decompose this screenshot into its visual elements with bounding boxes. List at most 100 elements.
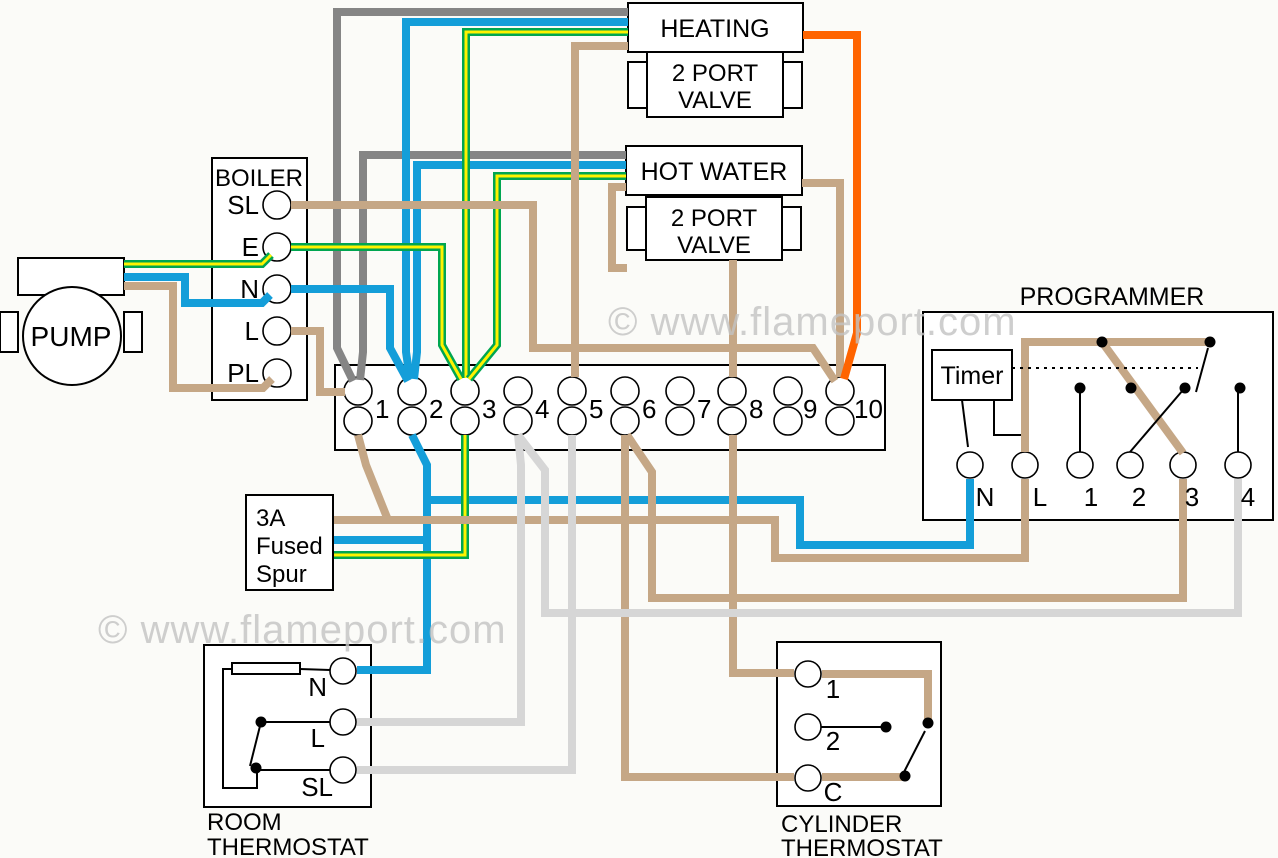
prog-terminal-n xyxy=(956,451,984,479)
contact-dot-9 xyxy=(1234,382,1246,394)
wire-blue-branch-to-prog-n xyxy=(427,479,974,549)
wire-tan-hotwater-label-to-valve xyxy=(608,183,627,272)
programmer-title: PROGRAMMER xyxy=(1020,283,1205,311)
roomstat-resistor-to-n xyxy=(299,668,331,671)
contact-dot-8 xyxy=(1179,382,1191,394)
wire-tan-hotwater-to-t10 xyxy=(802,179,844,377)
pump-tab-right xyxy=(123,311,143,353)
prog-label-4: 4 xyxy=(1241,482,1255,512)
hotwater-label-box xyxy=(625,145,803,196)
strip-t8-top xyxy=(717,376,747,406)
wire-earth-pump-to-boiler-e-core xyxy=(124,253,273,266)
prog-terminal-2 xyxy=(1116,451,1144,479)
roomstat-terminal-l xyxy=(329,708,357,736)
contact-dot-3 xyxy=(880,721,892,733)
wire-grey-heating-to-t1 xyxy=(333,8,628,383)
boiler-label-pl: PL xyxy=(227,358,259,388)
hotwater-valve-tab-left xyxy=(626,206,647,251)
wire-tan-heating-to-t5 xyxy=(571,42,628,377)
boiler-label-e: E xyxy=(242,232,259,262)
strip-num-7: 7 xyxy=(697,394,711,424)
prog-terminal-1 xyxy=(1066,451,1094,479)
strip-num-5: 5 xyxy=(589,394,603,424)
strip-t5-bottom xyxy=(557,406,587,436)
wire-blue-hotwater-to-t2 xyxy=(410,161,626,380)
strip-num-2: 2 xyxy=(429,394,443,424)
cylstat-label-2: 2 xyxy=(826,726,840,756)
prog-label-3: 3 xyxy=(1185,482,1199,512)
wire-blue-heating-to-t2 xyxy=(402,18,628,380)
wire-lightgrey-t4-to-roomstat-l xyxy=(357,434,525,726)
contact-dot-10 xyxy=(1096,336,1108,348)
wire-orange-heating-to-t10 xyxy=(803,31,861,381)
wire-blue-boiler-n-to-t2 xyxy=(291,285,412,383)
wire-tan-t8-to-cylstat-1 xyxy=(729,435,794,677)
strip-t2-bottom xyxy=(397,406,427,436)
timer-to-n xyxy=(961,399,969,448)
strip-num-10: 10 xyxy=(854,394,883,424)
room-stat-resistor xyxy=(231,662,301,675)
strip-t1-bottom xyxy=(343,406,373,436)
roomstat-label-l: L xyxy=(311,723,325,753)
wire-tan-t6-to-prog-3 xyxy=(623,432,1187,602)
fused-spur-box xyxy=(245,494,334,591)
cylstat-terminal-c xyxy=(794,764,822,792)
strip-num-4: 4 xyxy=(535,394,549,424)
spur-line2: Fused xyxy=(256,533,323,560)
spur-line1: 3A xyxy=(256,505,285,532)
prog-label-l: L xyxy=(1033,482,1047,512)
cylstat-label-1: 1 xyxy=(826,674,840,704)
pump-circle xyxy=(22,286,122,386)
timer-label: Timer xyxy=(941,362,1004,390)
strip-t1-top xyxy=(343,376,373,406)
strip-t2-top xyxy=(397,376,427,406)
strip-t7-bottom xyxy=(665,406,695,436)
strip-t3-top xyxy=(450,376,480,406)
heating-valve-tab-right xyxy=(782,61,803,109)
wire-tan-t6-to-cylstat-c xyxy=(621,435,794,781)
prog-ch-blade-open xyxy=(1195,347,1209,393)
pump-label: PUMP xyxy=(31,321,112,352)
strip-t4-top xyxy=(503,376,533,406)
cylstat-terminal-1 xyxy=(794,660,822,688)
cylstat-caption-1: CYLINDER xyxy=(781,811,902,838)
hotwater-valve-line1: 2 PORT xyxy=(671,205,758,232)
prog-label-n: N xyxy=(976,482,995,512)
spur-line3: Spur xyxy=(256,561,307,588)
prog-label-1: 1 xyxy=(1084,482,1098,512)
wire-earth-t3-to-spur-core xyxy=(334,435,467,557)
boiler-title: BOILER xyxy=(215,165,303,192)
pump-tab-left xyxy=(0,311,19,353)
heating-label: HEATING xyxy=(660,15,769,43)
contact-dot-6 xyxy=(1074,382,1086,394)
heating-valve-line2: VALVE xyxy=(678,87,752,114)
strip-t4-bottom xyxy=(503,406,533,436)
contact-dot-7 xyxy=(1125,382,1137,394)
boiler-terminal-l xyxy=(262,316,292,346)
cylstat-label-c: C xyxy=(824,777,843,807)
contact-dot-5 xyxy=(899,770,911,782)
contact-dot-11 xyxy=(1204,336,1216,348)
boiler-box xyxy=(211,157,308,401)
wire-tan-prog-l-riser xyxy=(1021,338,1210,452)
strip-t6-bottom xyxy=(610,406,640,436)
cylstat-switch-blade xyxy=(902,730,926,775)
timer-box xyxy=(931,349,1013,401)
strip-t10-top xyxy=(825,376,855,406)
strip-t5-top xyxy=(557,376,587,406)
hotwater-label: HOT WATER xyxy=(641,158,788,186)
roomstat-caption-2: THERMOSTAT xyxy=(207,834,369,858)
strip-t8-bottom xyxy=(717,406,747,436)
strip-num-3: 3 xyxy=(482,394,496,424)
boiler-label-sl: SL xyxy=(227,190,259,220)
prog-terminal-4 xyxy=(1224,451,1252,479)
strip-t7-top xyxy=(665,376,695,406)
timer-to-l xyxy=(993,400,1021,436)
boiler-label-l: L xyxy=(245,316,259,346)
roomstat-switch-blade xyxy=(249,721,262,767)
wire-tan-boiler-sl-to-t10 xyxy=(291,201,839,384)
contact-dot-1 xyxy=(255,716,267,728)
strip-num-1: 1 xyxy=(375,394,389,424)
wire-tan-pump-to-boiler-pl xyxy=(124,282,275,392)
cylstat-terminal-2 xyxy=(794,713,822,741)
